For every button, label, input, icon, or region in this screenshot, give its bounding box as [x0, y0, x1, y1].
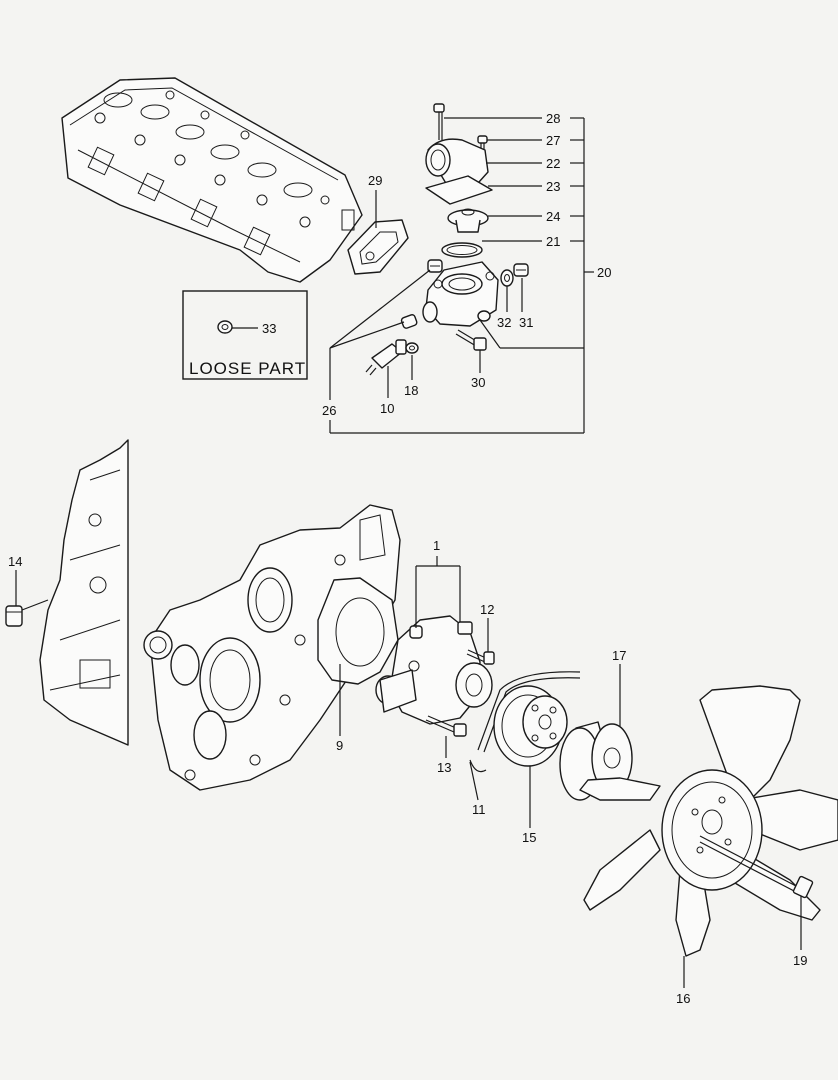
loose-washer-33 [217, 320, 233, 334]
callout-9: 9 [336, 738, 343, 753]
callout-18: 18 [404, 383, 418, 398]
bolt-19 [699, 835, 814, 899]
cylinder-head [61, 77, 363, 283]
callout-27: 27 [546, 133, 560, 148]
callout-33: 33 [262, 321, 276, 336]
water-pump [375, 615, 493, 725]
temperature-sensor [365, 339, 407, 376]
v-belt [469, 671, 581, 773]
plug-26-side [400, 314, 418, 329]
callout-23: 23 [546, 179, 560, 194]
thermostat [447, 208, 489, 233]
washer-32 [500, 269, 514, 287]
bolt-13 [425, 715, 467, 737]
bolt-30 [455, 329, 487, 351]
water-pump-gasket [317, 577, 399, 685]
callout-22: 22 [546, 156, 560, 171]
callout-26: 26 [322, 403, 336, 418]
callout-29: 29 [368, 173, 382, 188]
callout-12: 12 [480, 602, 494, 617]
callout-31: 31 [519, 315, 533, 330]
thermostat-housing-gasket [347, 219, 409, 275]
thermostat-housing [422, 261, 499, 327]
gear-case [143, 504, 401, 791]
bolt-12 [466, 649, 495, 665]
bolt-28 [433, 103, 445, 140]
thermostat-housing-assembly [365, 103, 529, 376]
callout-13: 13 [437, 760, 451, 775]
plug-31 [513, 263, 529, 277]
callout-21: 21 [546, 234, 560, 249]
callout-labels: 28 27 22 23 24 21 20 29 33 32 31 30 18 1… [8, 111, 807, 1006]
loose-part-label: LOOSE PART [189, 359, 306, 378]
leader-lines [15, 117, 802, 988]
callout-28: 28 [546, 111, 560, 126]
callout-24: 24 [546, 209, 560, 224]
washer-18 [405, 342, 419, 354]
callout-15: 15 [522, 830, 536, 845]
callout-16: 16 [676, 991, 690, 1006]
callout-30: 30 [471, 375, 485, 390]
plug-14 [5, 599, 49, 627]
callout-17: 17 [612, 648, 626, 663]
engine-block-left [39, 439, 129, 746]
callout-14: 14 [8, 554, 22, 569]
callout-19: 19 [793, 953, 807, 968]
cooling-fan [579, 685, 838, 957]
callout-20: 20 [597, 265, 611, 280]
outlet-gasket [425, 175, 493, 205]
loose-part-box: LOOSE PART [182, 290, 308, 380]
plug-26-top [427, 259, 443, 273]
callout-10: 10 [380, 401, 394, 416]
callout-32: 32 [497, 315, 511, 330]
callout-11: 11 [472, 802, 486, 817]
fan-pulley [493, 685, 568, 767]
callout-1: 1 [433, 538, 440, 553]
